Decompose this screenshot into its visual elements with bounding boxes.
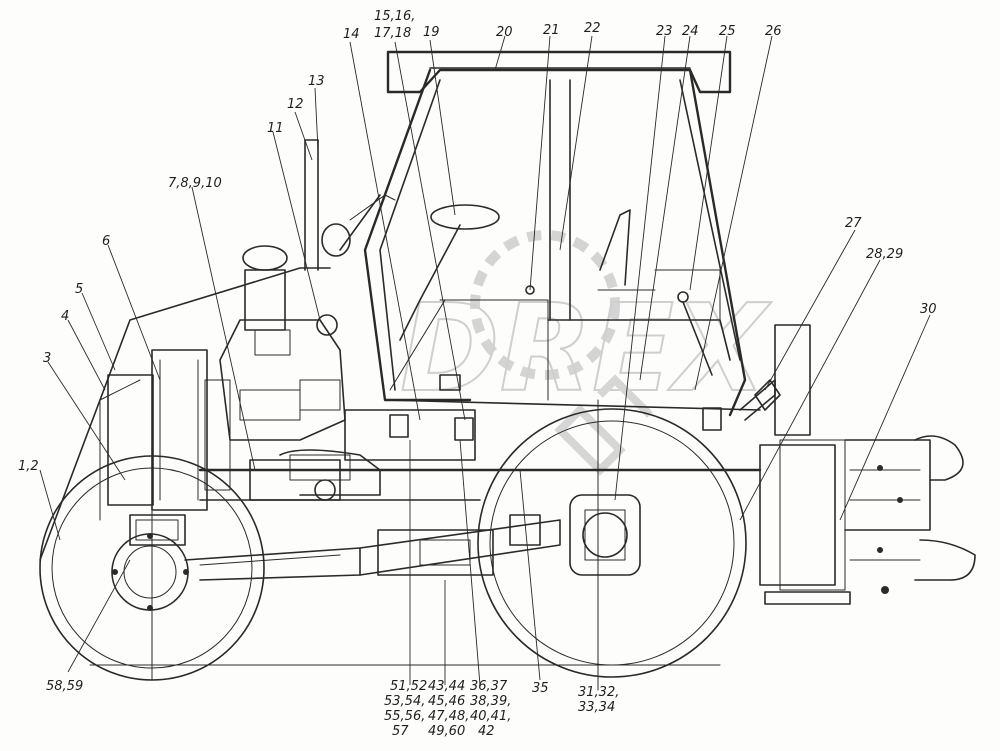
callout-label: 5 (75, 282, 83, 297)
callout-label: 30 (920, 302, 937, 317)
callout-label: 22 (584, 21, 601, 36)
callout-label: 49,60 (428, 724, 465, 739)
callout-label: 58,59 (46, 679, 83, 694)
callout-label: 7,8,9,10 (168, 176, 222, 191)
cab-mounts (389, 374, 722, 441)
callout-label: 6 (102, 234, 110, 249)
callout-label: 33,34 (578, 700, 615, 715)
callout-label: 4 (61, 309, 69, 324)
exhaust (304, 139, 351, 271)
watermark-text: DREX (400, 280, 772, 419)
cab (363, 50, 761, 417)
drive-shaft (359, 514, 561, 576)
callout-label: 38,39, (470, 694, 511, 709)
radiator (107, 349, 231, 511)
callout-label: 21 (543, 23, 560, 38)
callout-label: 23 (656, 24, 673, 39)
callout-label: 35 (532, 681, 549, 696)
callout-label: 11 (267, 121, 284, 136)
callout-label: 43,44 (428, 679, 465, 694)
callout-label: 36,37 (470, 679, 508, 694)
callout-label: 12 (287, 97, 304, 112)
engine (219, 245, 346, 441)
callout-label: 45,46 (428, 694, 465, 709)
cab-interior (525, 209, 721, 376)
callout-label: 3 (43, 351, 51, 366)
callout-label: 53,54, (384, 694, 425, 709)
callout-label: 24 (682, 24, 699, 39)
callout-label: 14 (343, 27, 360, 42)
callout-label: 13 (308, 74, 325, 89)
callout-label: 28,29 (866, 247, 903, 262)
callout-label: 26 (765, 24, 782, 39)
callout-label: 51,52 (390, 679, 427, 694)
callout-label: 27 (845, 216, 862, 231)
callout-label: 15,16, (374, 9, 415, 24)
front-axle (111, 514, 361, 611)
callout-label: 1,2 (18, 459, 39, 474)
callout-label: 20 (496, 25, 513, 40)
callout-label: 55,56, (384, 709, 425, 724)
callout-label: 42 (478, 724, 495, 739)
hood (39, 267, 331, 561)
rear-axle (569, 494, 641, 576)
callout-label: 25 (719, 24, 736, 39)
callout-label: 19 (423, 25, 440, 40)
callout-labels: 1,2 3 4 5 6 7,8,9,10 11 12 13 14 15,16, … (18, 9, 937, 739)
callout-label: 31,32, (578, 685, 619, 700)
callout-label: 17,18 (374, 26, 411, 41)
frame (198, 409, 762, 501)
callout-label: 57 (392, 724, 409, 739)
leader-lines (39, 35, 931, 690)
steering (339, 194, 500, 341)
callout-label: 40,41, (470, 709, 511, 724)
callout-label: 47,48, (428, 709, 469, 724)
rear-hitch (739, 324, 976, 605)
